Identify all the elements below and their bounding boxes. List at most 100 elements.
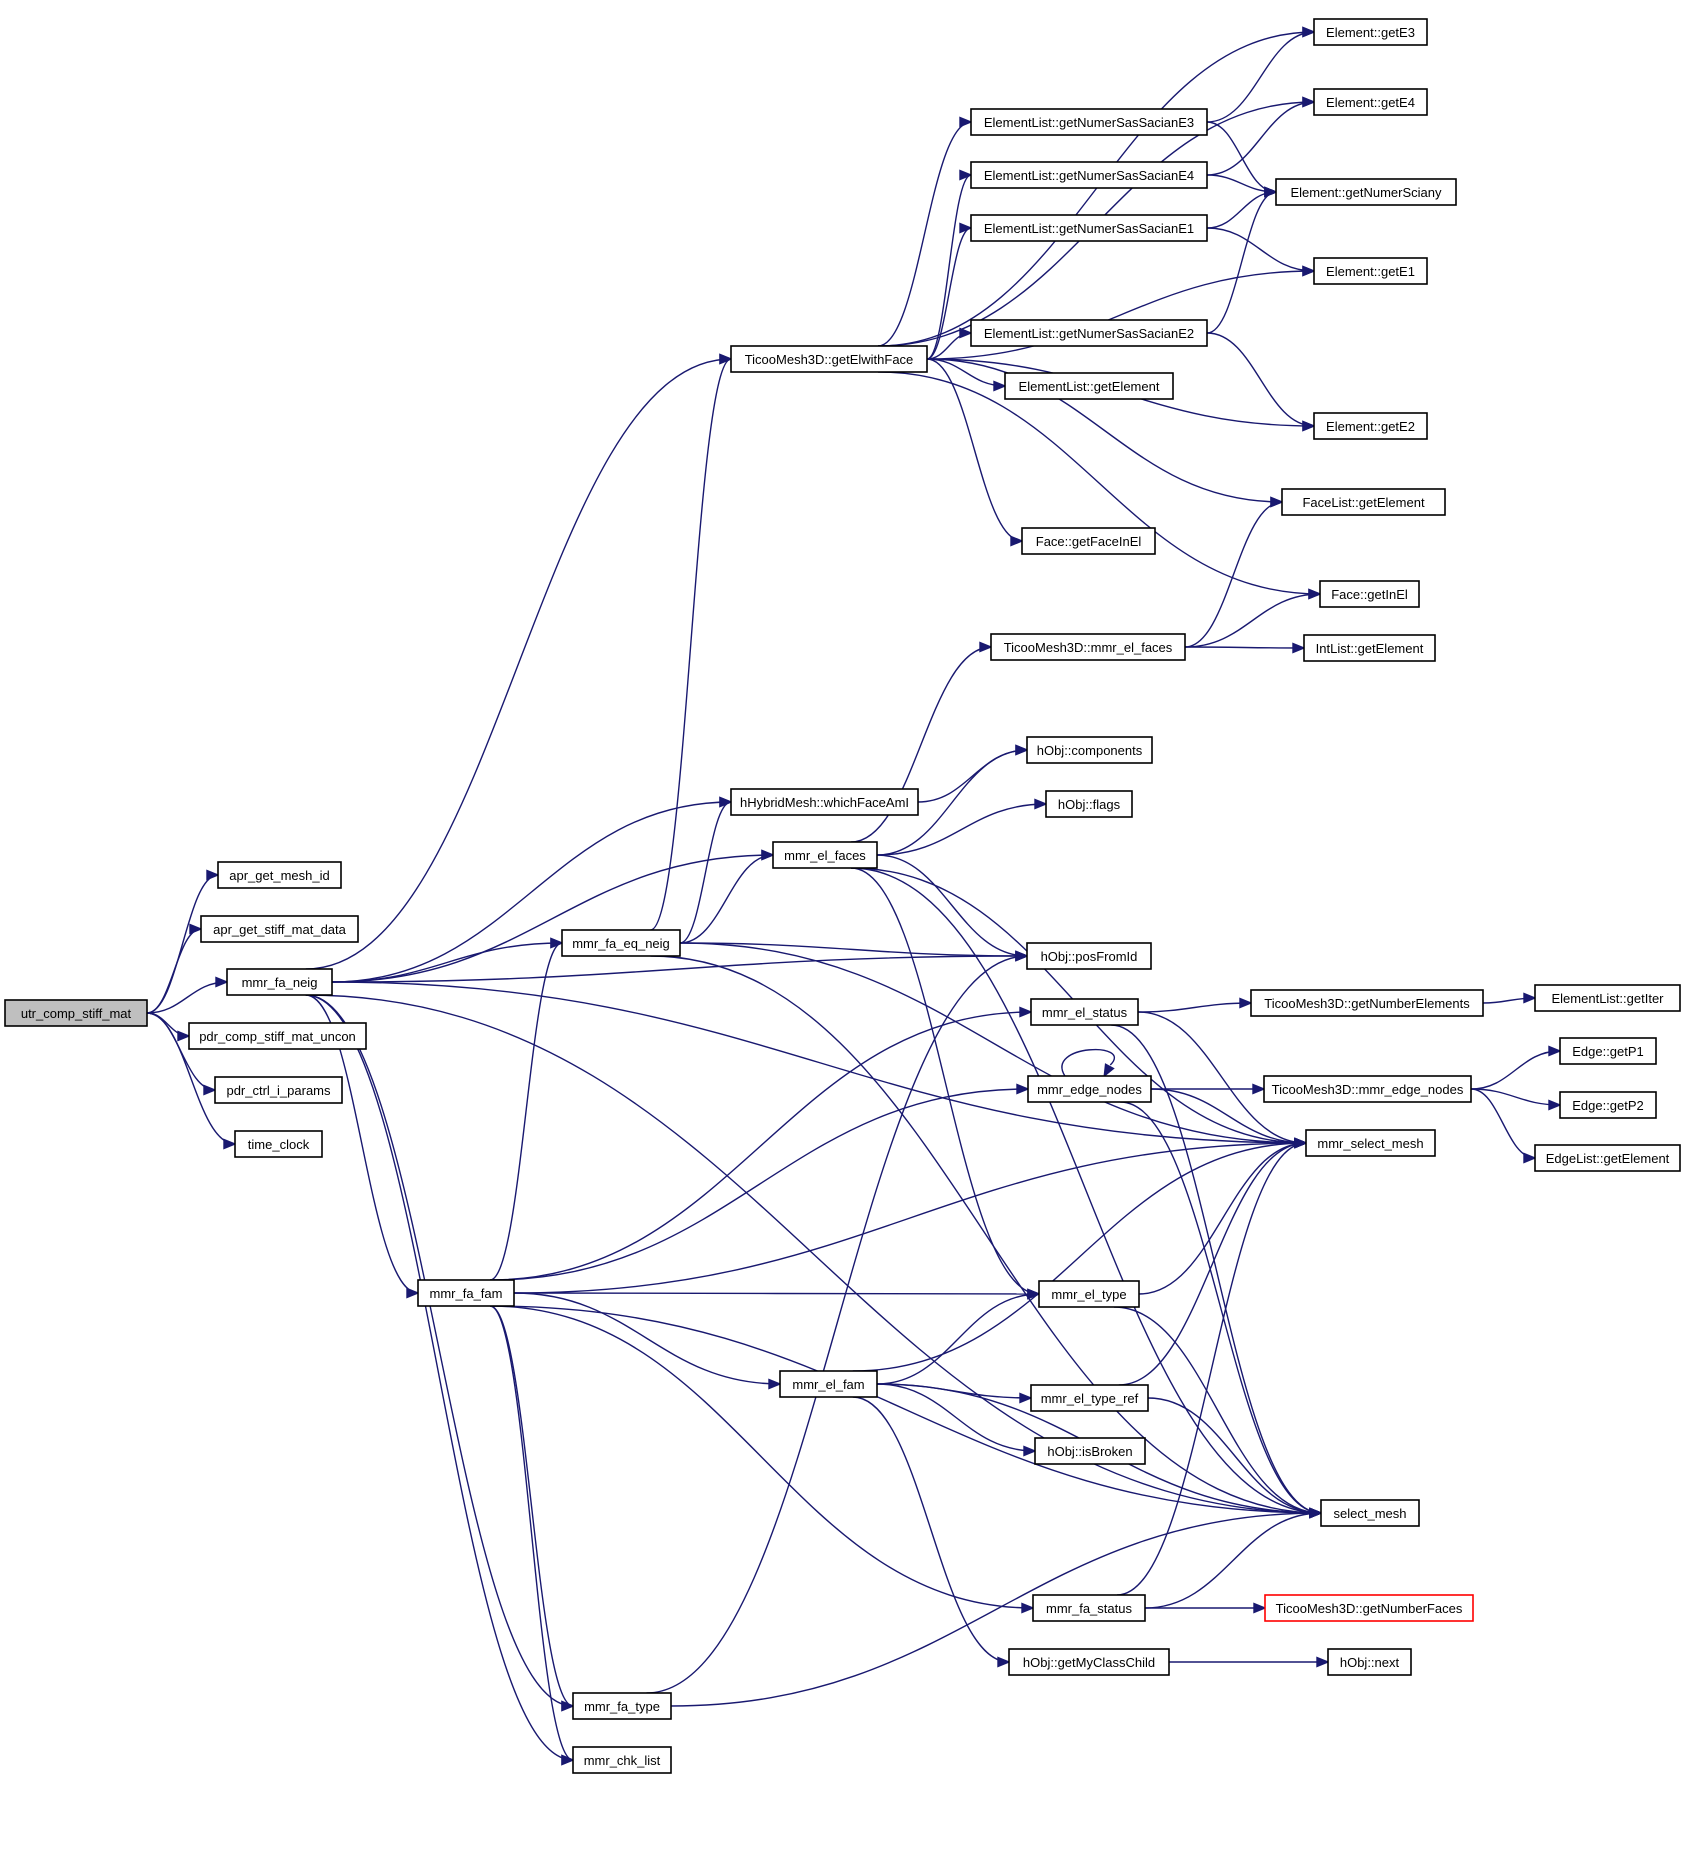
edge-t_edge_nodes-to-getP1 [1470,1045,1562,1090]
node-box [730,345,928,373]
node-label: ElementList::getNumerSasSacianE2 [984,326,1194,341]
edge-line [850,646,992,843]
edge-line [1184,501,1283,648]
edge-arrowhead [1548,1099,1562,1111]
edge-line [489,1011,1032,1281]
node-label: Element::getE2 [1326,419,1415,434]
edge-line [1120,1101,1322,1514]
node-hobj-posfromid[interactable]: hObj::posFromId [1026,942,1152,970]
edge-arrowhead [1309,1507,1323,1519]
node-element-getnumersciany[interactable]: Element::getNumerSciany [1275,178,1457,206]
node-element-gete1[interactable]: Element::getE1 [1313,257,1428,285]
edge-line [917,749,1028,803]
node-facelist-getelement[interactable]: FaceList::getElement [1281,488,1446,516]
edge-fa_fam-to-fa_eq_neig [489,937,564,1281]
node-hobj-next[interactable]: hObj::next [1327,1648,1412,1676]
node-mmr-fa-eq-neig[interactable]: mmr_fa_eq_neig [561,929,681,957]
edge-el_getNumE2-to-getE2 [1206,332,1316,432]
node-elementlist-getiter[interactable]: ElementList::getIter [1534,984,1681,1012]
node-label: mmr_edge_nodes [1037,1082,1142,1097]
node-hobj-flags[interactable]: hObj::flags [1045,790,1133,818]
node-elementlist-getnumersassaciane1[interactable]: ElementList::getNumerSasSacianE1 [970,214,1208,242]
node-elementlist-getnumersassaciane3[interactable]: ElementList::getNumerSasSacianE3 [970,108,1208,136]
node-select-mesh[interactable]: select_mesh [1320,1499,1420,1527]
edge-mmr_el_faces_t-to-intList_getElement [1184,642,1306,654]
edge-line [146,1012,236,1145]
edge-el_getNumE1-to-getE1 [1206,227,1316,277]
edge-line [489,1305,1034,1609]
node-ticoomesh3d-getnumberelements[interactable]: TicooMesh3D::getNumberElements [1250,989,1484,1017]
node-edge-getp1[interactable]: Edge::getP1 [1559,1037,1657,1065]
node-pdr-ctrl-i-params[interactable]: pdr_ctrl_i_params [214,1076,343,1104]
edge-getElwithFace-to-getFaceInEl [926,358,1024,547]
node-elementlist-getnumersassaciane2[interactable]: ElementList::getNumerSasSacianE2 [970,319,1208,347]
edge-line [926,227,972,360]
node-label: Face::getFaceInEl [1036,534,1142,549]
node-mmr-el-type-ref[interactable]: mmr_el_type_ref [1030,1384,1149,1412]
node-mmr-el-fam[interactable]: mmr_el_fam [779,1370,878,1398]
edge-line [926,174,972,360]
edge-fa_neig-to-fa_eq_neig [331,937,564,983]
node-box [1534,1144,1681,1172]
node-box [1026,736,1153,764]
node-face-getfaceinel[interactable]: Face::getFaceInEl [1021,527,1156,555]
node-label: TicooMesh3D::getNumberElements [1264,996,1470,1011]
edge-fa_status-to-getNumberFaces [1145,1602,1267,1614]
edge-arrowhead [993,380,1007,392]
edge-arrowhead [979,641,993,653]
node-elementlist-getelement[interactable]: ElementList::getElement [1004,372,1174,400]
node-pdr-comp-stiff-mat-uncon[interactable]: pdr_comp_stiff_mat_uncon [188,1022,367,1050]
node-mmr-fa-type[interactable]: mmr_fa_type [572,1692,672,1720]
node-elementlist-getnumersassaciane4[interactable]: ElementList::getNumerSasSacianE4 [970,161,1208,189]
edge-line [1137,1011,1307,1144]
node-ticoomesh3d-mmr-el-faces[interactable]: TicooMesh3D::mmr_el_faces [990,633,1186,661]
edge-line [1184,593,1321,648]
edge-line [146,874,219,1014]
node-box [1313,18,1428,46]
node-element-gete3[interactable]: Element::getE3 [1313,18,1428,46]
node-utr-comp-stiff-mat[interactable]: utr_comp_stiff_mat [4,999,148,1027]
node-label: mmr_fa_type [584,1699,660,1714]
node-mmr-chk-list[interactable]: mmr_chk_list [572,1746,672,1774]
node-ticoomesh3d-mmr-edge-nodes[interactable]: TicooMesh3D::mmr_edge_nodes [1263,1075,1472,1103]
node-mmr-fa-neig[interactable]: mmr_fa_neig [226,968,333,996]
node-mmr-edge-nodes[interactable]: mmr_edge_nodes [1027,1075,1152,1103]
edge-arrowhead [1253,1602,1267,1614]
node-intlist-getelement[interactable]: IntList::getElement [1303,634,1436,662]
node-hhybridmesh-whichfaceami[interactable]: hHybridMesh::whichFaceAmI [730,788,919,816]
node-box [1327,1648,1412,1676]
node-mmr-el-status[interactable]: mmr_el_status [1030,998,1139,1026]
node-apr-get-mesh-id[interactable]: apr_get_mesh_id [217,861,342,889]
node-mmr-el-type[interactable]: mmr_el_type [1038,1280,1140,1308]
node-mmr-el-faces[interactable]: mmr_el_faces [772,841,878,869]
edge-arrowhead [1103,1063,1115,1078]
node-ticoomesh3d-getnumberfaces[interactable]: TicooMesh3D::getNumberFaces [1264,1594,1474,1622]
node-hobj-isbroken[interactable]: hObj::isBroken [1034,1437,1146,1465]
node-label: mmr_fa_fam [430,1286,503,1301]
edge-fa_fam-to-el_status [489,1006,1033,1281]
node-edge-getp2[interactable]: Edge::getP2 [1559,1091,1657,1119]
node-box [1313,88,1428,116]
node-apr-get-stiff-mat-data[interactable]: apr_get_stiff_mat_data [200,915,359,943]
node-element-gete4[interactable]: Element::getE4 [1313,88,1428,116]
edge-line [1470,1088,1561,1106]
node-time-clock[interactable]: time_clock [234,1130,323,1158]
node-label: hObj::getMyClassChild [1023,1655,1155,1670]
node-hobj-getmyclasschild[interactable]: hObj::getMyClassChild [1008,1648,1170,1676]
node-mmr-select-mesh[interactable]: mmr_select_mesh [1305,1129,1436,1157]
edge-line [679,801,732,944]
edge-arrowhead [1019,1006,1033,1018]
node-mmr-fa-fam[interactable]: mmr_fa_fam [417,1279,515,1307]
node-mmr-fa-status[interactable]: mmr_fa_status [1032,1594,1146,1622]
node-ticoomesh3d-getelwithface[interactable]: TicooMesh3D::getElwithFace [730,345,928,373]
edge-utr-to-apr_stiff [146,923,203,1014]
edge-line [146,1012,190,1037]
node-face-getinel[interactable]: Face::getInEl [1319,580,1420,608]
node-label: mmr_fa_eq_neig [572,936,670,951]
node-edgelist-getelement[interactable]: EdgeList::getElement [1534,1144,1681,1172]
edge-line [489,1305,1322,1514]
edge-arrowhead [719,353,733,365]
node-hobj-components[interactable]: hObj::components [1026,736,1153,764]
edge-fa_type-to-posFromId [646,950,1029,1694]
node-element-gete2[interactable]: Element::getE2 [1313,412,1428,440]
